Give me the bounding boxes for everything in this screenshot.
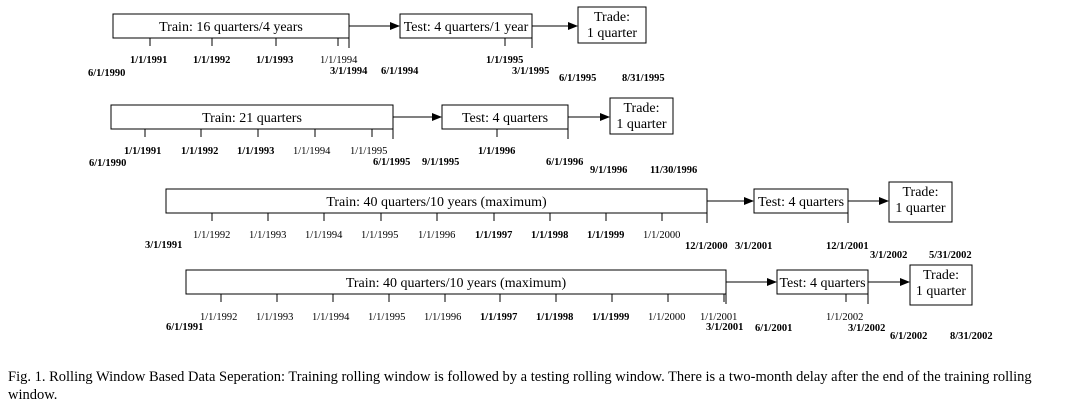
- train-tick-date: 1/1/1999: [592, 312, 629, 323]
- train-tick-date: 1/1/1993: [256, 55, 293, 66]
- train-end-date: 3/1/2001: [706, 322, 743, 333]
- train-tick-date: 1/1/2000: [648, 312, 685, 323]
- trade-start-date: 3/1/2002: [870, 250, 907, 261]
- trade-window-label: Trade:: [902, 185, 938, 200]
- trade-start-date: 6/1/1995: [559, 73, 596, 84]
- test-end-date: 12/1/2001: [826, 241, 869, 252]
- train-tick-date: 1/1/1992: [181, 146, 218, 157]
- train-tick-date: 1/1/1997: [480, 312, 517, 323]
- trade-window-box: [909, 264, 973, 306]
- figure-caption: Fig. 1. Rolling Window Based Data Sepera…: [8, 369, 1032, 403]
- train-tick-date: 1/1/1993: [237, 146, 274, 157]
- test-end-date: 6/1/1996: [546, 157, 583, 168]
- trade-end-date: 5/31/2002: [929, 250, 972, 261]
- test-window-label: Test: 4 quarters: [462, 111, 548, 126]
- window-row: Train: 40 quarters/10 years (maximum) Tes…: [166, 264, 993, 342]
- trade-start-date: 6/1/2002: [890, 331, 927, 342]
- train-window-label: Train: 40 quarters/10 years (maximum): [326, 195, 547, 210]
- test-tick-date: 1/1/1995: [486, 55, 523, 66]
- test-window-label: Test: 4 quarters: [758, 195, 844, 210]
- trade-window-label: 1 quarter: [616, 117, 666, 132]
- trade-end-date: 11/30/1996: [650, 165, 697, 176]
- window-row: Train: 21 quarters Test: 4 quarters Trade:…: [89, 97, 697, 176]
- trade-start-date: 9/1/1996: [590, 165, 627, 176]
- train-tick-date: 1/1/1996: [418, 230, 455, 241]
- test-tick-date: 1/1/1996: [478, 146, 515, 157]
- train-tick-date: 1/1/1995: [368, 312, 405, 323]
- trade-window-box: [888, 181, 953, 223]
- trade-window-box: [609, 97, 674, 135]
- test-end-date: 3/1/1995: [512, 66, 549, 77]
- test-tick-date: 1/1/2002: [826, 312, 863, 323]
- test-window-label: Test: 4 quarters/1 year: [404, 20, 529, 35]
- train-tick-date: 1/1/1992: [193, 230, 230, 241]
- train-tick-date: 1/1/1993: [249, 230, 286, 241]
- test-start-date: 6/1/1994: [381, 66, 419, 77]
- train-tick-date: 1/1/1991: [130, 55, 167, 66]
- trade-window-label: Trade:: [923, 268, 959, 283]
- train-end-date: 3/1/1994: [330, 66, 368, 77]
- train-tick-date: 1/1/1995: [350, 146, 387, 157]
- test-start-date: 9/1/1995: [422, 157, 459, 168]
- train-tick-date: 1/1/1998: [536, 312, 573, 323]
- train-tick-date: 1/1/1995: [361, 230, 398, 241]
- train-window-label: Train: 40 quarters/10 years (maximum): [346, 276, 567, 291]
- train-tick-date: 1/1/1992: [193, 55, 230, 66]
- trade-end-date: 8/31/1995: [622, 73, 665, 84]
- train-tick-date: 1/1/1996: [424, 312, 461, 323]
- trade-window-label: 1 quarter: [895, 201, 945, 216]
- train-end-date: 6/1/1995: [373, 157, 410, 168]
- trade-window-label: 1 quarter: [916, 284, 966, 299]
- train-tick-date: 1/1/1999: [587, 230, 624, 241]
- train-window-label: Train: 16 quarters/4 years: [159, 20, 303, 35]
- train-tick-date: 1/1/2000: [643, 230, 680, 241]
- trade-end-date: 8/31/2002: [950, 331, 993, 342]
- train-tick-date: 1/1/1993: [256, 312, 293, 323]
- train-end-date: 12/1/2000: [685, 241, 728, 252]
- trade-window-label: Trade:: [623, 101, 659, 116]
- window-row: Train: 40 quarters/10 years (maximum) Tes…: [145, 181, 972, 261]
- train-tick-date: 1/1/2001: [700, 312, 737, 323]
- train-start-date: 3/1/1991: [145, 240, 182, 251]
- train-tick-date: 1/1/1994: [320, 55, 358, 66]
- train-tick-date: 1/1/1992: [200, 312, 237, 323]
- train-start-date: 6/1/1990: [88, 68, 125, 79]
- trade-window-box: [577, 6, 647, 44]
- train-tick-date: 1/1/1994: [293, 146, 331, 157]
- train-tick-date: 1/1/1994: [312, 312, 350, 323]
- train-tick-date: 1/1/1998: [531, 230, 568, 241]
- test-start-date: 6/1/2001: [755, 323, 792, 334]
- train-start-date: 6/1/1990: [89, 158, 126, 169]
- test-start-date: 3/1/2001: [735, 241, 772, 252]
- train-window-label: Train: 21 quarters: [202, 111, 302, 126]
- train-tick-date: 1/1/1991: [124, 146, 161, 157]
- trade-window-label: 1 quarter: [587, 26, 637, 41]
- train-tick-date: 1/1/1997: [475, 230, 512, 241]
- trade-window-label: Trade:: [594, 10, 630, 25]
- test-end-date: 3/1/2002: [848, 323, 885, 334]
- window-row: Train: 16 quarters/4 years Test: 4 quarte…: [88, 6, 665, 84]
- train-start-date: 6/1/1991: [166, 322, 203, 333]
- train-tick-date: 1/1/1994: [305, 230, 343, 241]
- test-window-label: Test: 4 quarters: [779, 276, 865, 291]
